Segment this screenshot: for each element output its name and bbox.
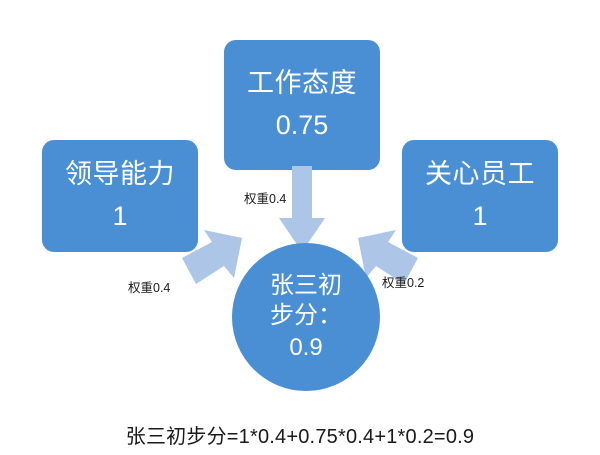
arrow-leadership-to-result	[182, 230, 242, 284]
weight-label-attitude: 权重0.4	[244, 192, 287, 206]
formula-caption: 张三初步分=1*0.4+0.75*0.4+1*0.2=0.9	[125, 426, 475, 448]
result-value: 0.9	[289, 334, 323, 362]
result-circle-preliminary-score[interactable]: 张三初 步分： 0.9	[232, 243, 380, 391]
result-line-1: 张三初	[270, 271, 342, 299]
node-value-leadership: 1	[112, 200, 128, 231]
result-line-2: 步分：	[270, 302, 342, 330]
node-title-care: 关心员工	[425, 158, 535, 189]
weight-label-leadership: 权重0.4	[128, 281, 171, 295]
node-box-attitude[interactable]: 工作态度 0.75	[224, 40, 380, 170]
node-box-leadership[interactable]: 领导能力 1	[42, 140, 198, 252]
node-value-care: 1	[472, 200, 488, 231]
node-value-attitude: 0.75	[275, 109, 329, 140]
arrow-attitude-to-result	[279, 166, 325, 252]
arrow-care-to-result	[358, 230, 418, 284]
node-title-attitude: 工作态度	[247, 67, 357, 98]
node-box-care[interactable]: 关心员工 1	[402, 140, 558, 252]
weight-label-care: 权重0.2	[382, 276, 425, 290]
node-title-leadership: 领导能力	[65, 158, 175, 189]
